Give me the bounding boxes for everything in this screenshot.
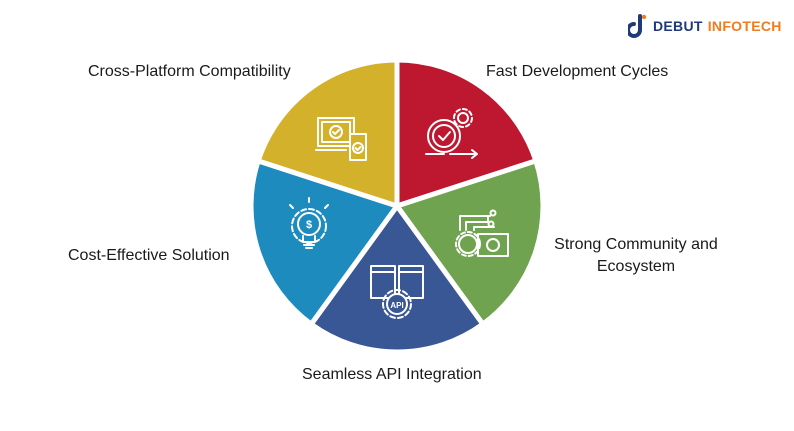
slice-strong-community (394, 158, 546, 327)
label-fast-development: Fast Development Cycles (486, 63, 669, 80)
lightbulb-dollar-icon: $ (289, 197, 329, 249)
svg-text:$: $ (306, 219, 312, 231)
slice-cross-platform (255, 57, 400, 209)
label-api-integration: Seamless API Integration (302, 366, 482, 383)
devices-check-icon (315, 117, 367, 161)
code-gear-money-icon (455, 209, 509, 257)
label-cost-effective: Cost-Effective Solution (68, 247, 230, 264)
slice-cost-effective (248, 158, 400, 327)
label-strong-community: Strong Community and Ecosystem (548, 234, 724, 278)
slice-api-integration (308, 203, 486, 355)
api-gear-icon: API (370, 265, 424, 319)
gear-check-arrow-icon (425, 108, 478, 159)
logo: DEBUT INFOTECH (628, 14, 782, 38)
slice-fast-development (394, 57, 539, 209)
debut-logo-icon (628, 14, 647, 38)
label-strong-community-line1: Strong Community and (554, 236, 718, 253)
label-strong-community-line2: Ecosystem (596, 258, 676, 275)
logo-text-primary: DEBUT (653, 18, 703, 34)
logo-text-secondary: INFOTECH (707, 18, 782, 34)
label-cross-platform: Cross-Platform Compatibility (88, 63, 291, 80)
svg-text:API: API (390, 301, 403, 310)
